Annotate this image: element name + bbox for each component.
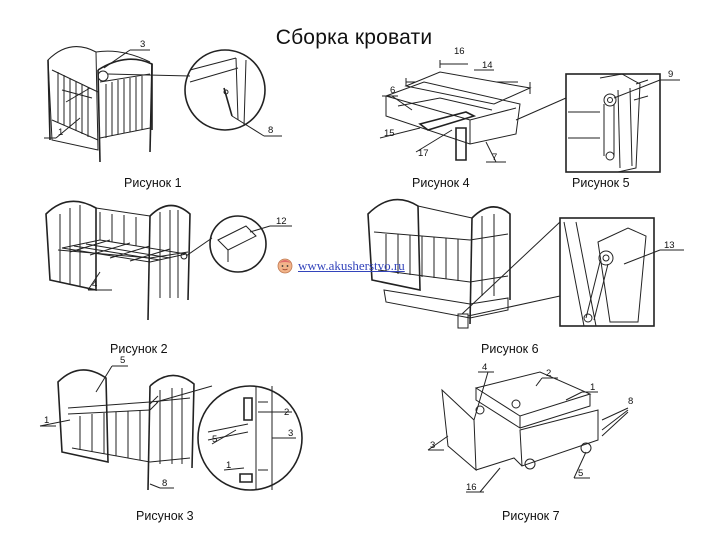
label-8: 8: [268, 125, 273, 136]
label-12: 12: [276, 216, 287, 227]
page-title: Сборка кровати: [275, 26, 433, 49]
label-7: 7: [492, 152, 497, 163]
label-15: 15: [384, 128, 395, 139]
label-5: 5: [120, 355, 125, 366]
figure-2-labels: 12 4: [92, 216, 287, 290]
label-1: 1: [44, 415, 49, 426]
figure-6-labels: 13: [664, 240, 675, 251]
label-1: 1: [226, 460, 231, 471]
figure-5-caption: Рисунок 5: [572, 176, 630, 190]
label-4: 4: [92, 279, 97, 290]
label-3: 3: [288, 428, 293, 439]
figure-1-drawing: [44, 46, 282, 163]
figure-2-drawing: [45, 200, 292, 321]
figure-4-labels: 16 14 6 15 17 7: [384, 46, 497, 163]
label-16: 16: [466, 482, 477, 493]
figure-3-labels: 5 1 2 5 3 1 8: [44, 355, 293, 489]
figure-3-drawing: [39, 365, 303, 491]
label-8: 8: [162, 478, 167, 489]
figure-7-drawing: [427, 371, 629, 493]
baby-face-icon: [277, 258, 293, 274]
label-17: 17: [418, 148, 429, 159]
watermark[interactable]: www.akusherstvo.ru: [276, 258, 405, 274]
label-6: 6: [390, 85, 395, 96]
label-5: 5: [578, 468, 583, 479]
figure-5-labels: 9: [668, 69, 673, 80]
label-9: 9: [668, 69, 673, 80]
figure-7-caption: Рисунок 7: [502, 509, 560, 523]
label-2: 2: [546, 368, 551, 379]
label-5: 5: [212, 434, 217, 445]
label-8: 8: [628, 396, 633, 407]
figure-7-labels: 4 2 1 8 3 16 5: [430, 362, 633, 493]
label-14: 14: [482, 60, 493, 71]
label-4: 4: [482, 362, 487, 373]
label-1: 1: [58, 127, 63, 138]
figure-4-caption: Рисунок 4: [412, 176, 470, 190]
label-16: 16: [454, 46, 465, 57]
figure-4-drawing: [379, 60, 567, 163]
figure-6-drawing: [367, 198, 684, 329]
label-3: 3: [140, 39, 145, 50]
figure-1-caption: Рисунок 1: [124, 176, 182, 190]
label-2: 2: [284, 407, 289, 418]
figure-5-drawing: [565, 73, 680, 173]
figure-2-caption: Рисунок 2: [110, 342, 168, 356]
figure-1-labels: 3 1 8: [58, 39, 273, 138]
label-13: 13: [664, 240, 675, 251]
figure-6-caption: Рисунок 6: [481, 342, 539, 356]
label-3: 3: [430, 440, 435, 451]
label-1: 1: [590, 382, 595, 393]
figure-3-caption: Рисунок 3: [136, 509, 194, 523]
watermark-link[interactable]: www.akusherstvo.ru: [298, 258, 405, 273]
